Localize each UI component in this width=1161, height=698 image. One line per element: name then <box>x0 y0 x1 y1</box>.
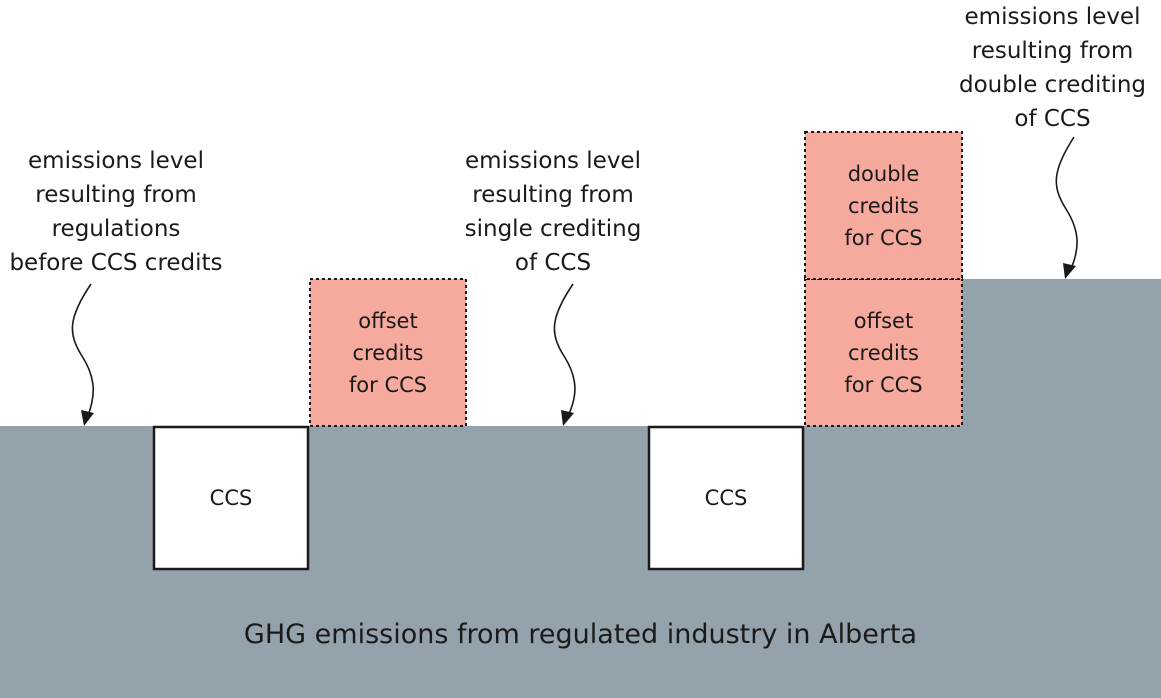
label-level-double-crediting: emissions level resulting from double cr… <box>958 4 1147 132</box>
arrowhead-before-ccs <box>81 410 94 426</box>
offset-credits-label-1: offset credits for CCS <box>348 308 428 397</box>
arrowhead-single-crediting <box>561 410 574 426</box>
label-level-single-crediting: emissions level resulting from single cr… <box>464 148 642 276</box>
base-emissions-label: GHG emissions from regulated industry in… <box>243 619 918 650</box>
double-credits-label: double credits for CCS <box>844 161 923 250</box>
arrow-single-crediting <box>553 283 576 419</box>
offset-credits-box-1 <box>309 278 467 427</box>
ccs-label-1: CCS <box>209 486 253 510</box>
ccs-label-2: CCS <box>704 486 748 510</box>
double-credits-box <box>804 131 963 280</box>
ccs-box-1 <box>152 425 310 571</box>
arrowhead-double-crediting <box>1063 263 1076 279</box>
offset-credits-label-2: offset credits for CCS <box>844 308 923 397</box>
ccs-box-2 <box>647 425 805 571</box>
offset-credits-box-2 <box>804 278 963 427</box>
label-level-before-ccs: emissions level resulting from regulatio… <box>9 148 223 276</box>
arrow-before-ccs <box>71 283 95 419</box>
arrow-double-crediting <box>1055 136 1078 272</box>
